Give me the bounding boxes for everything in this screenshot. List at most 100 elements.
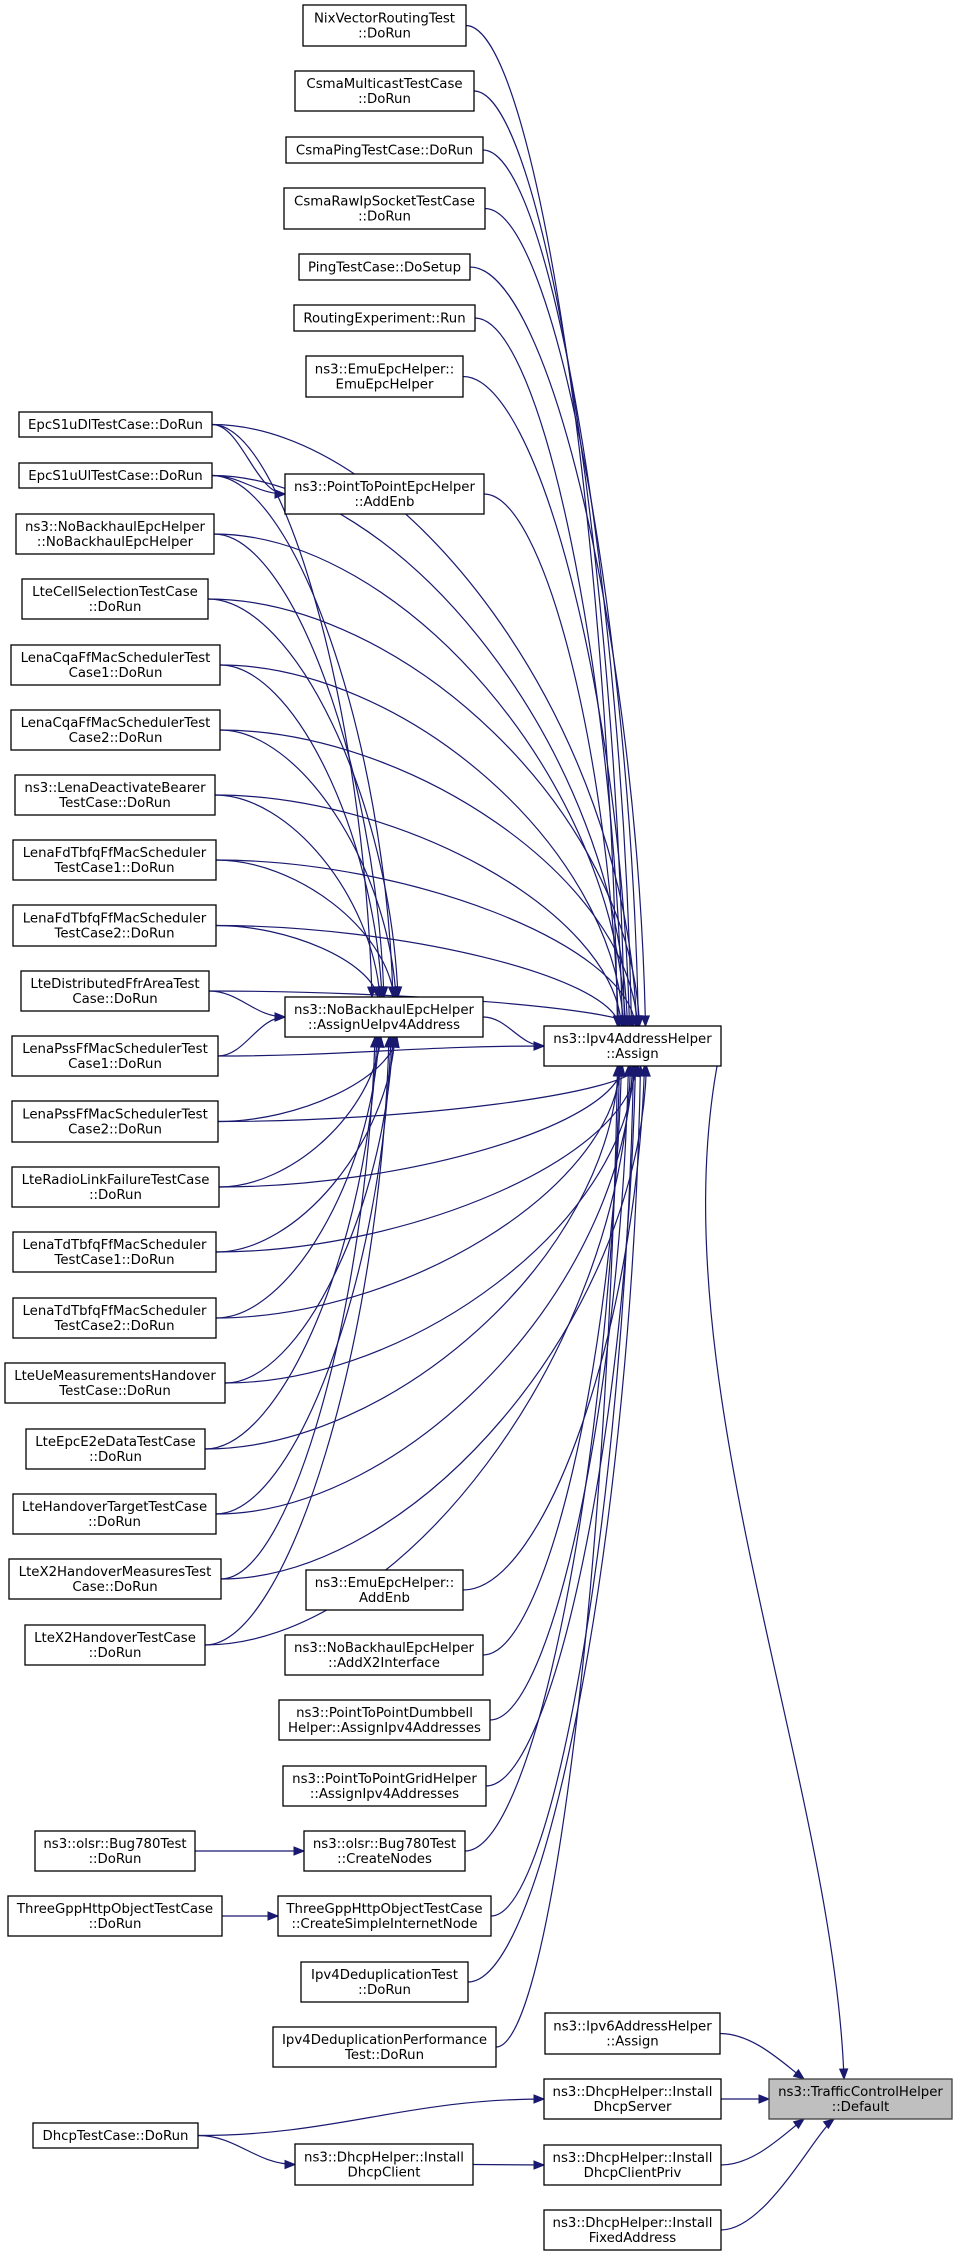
node-box[interactable]: [25, 1428, 206, 1470]
node-box[interactable]: [298, 253, 471, 281]
graph-node[interactable]: ns3::NoBackhaulEpcHelper::NoBackhaulEpcH…: [15, 513, 215, 555]
node-label: DhcpServer: [593, 2100, 672, 2115]
node-box[interactable]: [12, 1493, 217, 1535]
graph-node[interactable]: DhcpTestCase::DoRun: [32, 2122, 199, 2149]
node-box[interactable]: [543, 2144, 722, 2186]
graph-node[interactable]: ThreeGppHttpObjectTestCase::DoRun: [7, 1895, 223, 1937]
graph-node[interactable]: ns3::NoBackhaulEpcHelper::AddX2Interface: [284, 1634, 484, 1676]
graph-node[interactable]: ns3::Ipv4AddressHelper::Assign: [543, 1025, 722, 1067]
graph-node[interactable]: PingTestCase::DoSetup: [298, 253, 471, 281]
node-box[interactable]: [303, 1830, 466, 1872]
node-box[interactable]: [768, 2078, 953, 2120]
graph-node[interactable]: ns3::PointToPointDumbbellHelper::AssignI…: [278, 1699, 491, 1741]
node-box[interactable]: [7, 1895, 223, 1937]
graph-node[interactable]: ns3::PointToPointEpcHelper::AddEnb: [284, 473, 485, 515]
node-box[interactable]: [284, 1634, 484, 1676]
graph-node[interactable]: ns3::PointToPointGridHelper::AssignIpv4A…: [282, 1765, 487, 1807]
node-box[interactable]: [544, 2012, 721, 2055]
node-box[interactable]: [20, 970, 210, 1012]
graph-node[interactable]: LteEpcE2eDataTestCase::DoRun: [25, 1428, 206, 1470]
node-box[interactable]: [12, 1231, 217, 1273]
graph-node[interactable]: ns3::EmuEpcHelper::AddEnb: [305, 1569, 464, 1611]
node-box[interactable]: [272, 2026, 497, 2068]
node-box[interactable]: [294, 2143, 474, 2186]
graph-node[interactable]: Ipv4DeduplicationTest::DoRun: [300, 1961, 469, 2003]
edge-line: [197, 2134, 296, 2166]
node-box[interactable]: [278, 1699, 491, 1741]
graph-node[interactable]: LteCellSelectionTestCase::DoRun: [21, 578, 209, 620]
graph-node[interactable]: CsmaRawIpSocketTestCase::DoRun: [283, 187, 486, 230]
node-box[interactable]: [300, 1961, 469, 2003]
node-label: ThreeGppHttpObjectTestCase: [16, 1902, 213, 1917]
node-box[interactable]: [4, 1362, 226, 1404]
graph-node[interactable]: ns3::olsr::Bug780Test::DoRun: [34, 1830, 196, 1872]
node-box[interactable]: [282, 1765, 487, 1807]
node-box[interactable]: [302, 4, 467, 47]
node-box[interactable]: [12, 1297, 217, 1339]
node-box[interactable]: [34, 1830, 196, 1872]
node-box[interactable]: [543, 2209, 722, 2251]
node-box[interactable]: [32, 2122, 199, 2149]
node-box[interactable]: [293, 304, 476, 332]
node-box[interactable]: [543, 2078, 722, 2120]
graph-node[interactable]: RoutingExperiment::Run: [293, 304, 476, 332]
graph-node[interactable]: EpcS1uDlTestCase::DoRun: [18, 411, 213, 438]
node-box[interactable]: [24, 1624, 206, 1666]
node-box[interactable]: [285, 136, 484, 164]
graph-node[interactable]: ns3::EmuEpcHelper::EmuEpcHelper: [305, 355, 464, 398]
node-box[interactable]: [18, 411, 213, 438]
node-box[interactable]: [10, 709, 221, 751]
node-box[interactable]: [284, 996, 484, 1038]
node-box[interactable]: [15, 513, 215, 555]
node-box[interactable]: [305, 355, 464, 398]
graph-node[interactable]: CsmaPingTestCase::DoRun: [285, 136, 484, 164]
graph-node[interactable]: LteX2HandoverTestCase::DoRun: [24, 1624, 206, 1666]
node-box[interactable]: [11, 1166, 220, 1208]
node-box[interactable]: [284, 473, 485, 515]
node-box[interactable]: [10, 644, 221, 686]
node-box[interactable]: [277, 1895, 492, 1937]
node-box[interactable]: [14, 774, 216, 816]
graph-node[interactable]: ns3::Ipv6AddressHelper::Assign: [544, 2012, 721, 2055]
arrowhead-icon: [640, 1015, 651, 1028]
node-box[interactable]: [11, 1035, 219, 1077]
graph-node[interactable]: EpcS1uUlTestCase::DoRun: [18, 462, 213, 489]
graph-node[interactable]: ns3::olsr::Bug780Test::CreateNodes: [303, 1830, 466, 1872]
focus-node[interactable]: ns3::TrafficControlHelper::Default: [768, 2078, 953, 2120]
graph-node[interactable]: LteRadioLinkFailureTestCase::DoRun: [11, 1166, 220, 1208]
graph-node[interactable]: CsmaMulticastTestCase::DoRun: [294, 70, 475, 112]
node-box[interactable]: [543, 1025, 722, 1067]
node-box[interactable]: [21, 578, 209, 620]
node-box[interactable]: [18, 462, 213, 489]
node-box[interactable]: [305, 1569, 464, 1611]
node-box[interactable]: [12, 839, 217, 881]
arrowhead-icon: [267, 1911, 280, 1921]
graph-node[interactable]: NixVectorRoutingTest::DoRun: [302, 4, 467, 47]
node-box[interactable]: [8, 1558, 222, 1600]
graph-node[interactable]: LteHandoverTargetTestCase::DoRun: [12, 1493, 217, 1535]
graph-node[interactable]: ThreeGppHttpObjectTestCase::CreateSimple…: [277, 1895, 492, 1937]
node-box[interactable]: [12, 904, 217, 947]
node-box[interactable]: [11, 1100, 219, 1143]
node-box[interactable]: [283, 187, 486, 230]
node-box[interactable]: [294, 70, 475, 112]
graph-node[interactable]: ns3::NoBackhaulEpcHelper::AssignUeIpv4Ad…: [284, 996, 484, 1038]
arrowhead-icon: [792, 2118, 806, 2130]
